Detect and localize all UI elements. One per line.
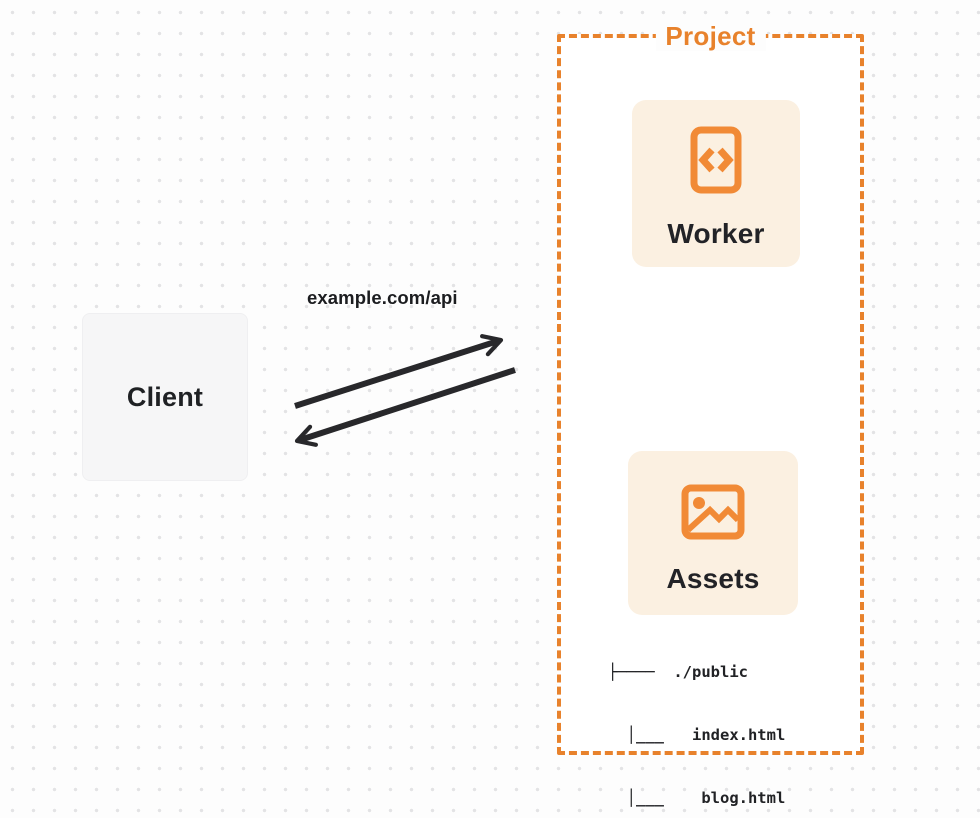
worker-label: Worker	[667, 218, 765, 249]
project-boundary: Project Worker Assets	[557, 21, 864, 807]
code-icon	[690, 126, 742, 194]
image-icon	[681, 484, 745, 540]
project-label: Project	[655, 21, 766, 51]
assets-node: Assets	[628, 451, 798, 615]
file-tree: ├──── ./public │___ index.html │___ blog…	[608, 620, 785, 818]
file-tree-line-blog: │___ blog.html	[608, 789, 786, 807]
response-arrow	[294, 367, 516, 447]
request-arrow	[294, 334, 504, 409]
worker-node: Worker	[632, 100, 800, 267]
client-label: Client	[126, 381, 204, 412]
assets-label: Assets	[666, 563, 760, 594]
request-url-label: example.com/api	[307, 287, 458, 308]
file-tree-line-index: │___ index.html	[608, 726, 786, 744]
client-node: Client	[82, 313, 248, 481]
file-tree-line-public: ├──── ./public	[608, 663, 748, 681]
